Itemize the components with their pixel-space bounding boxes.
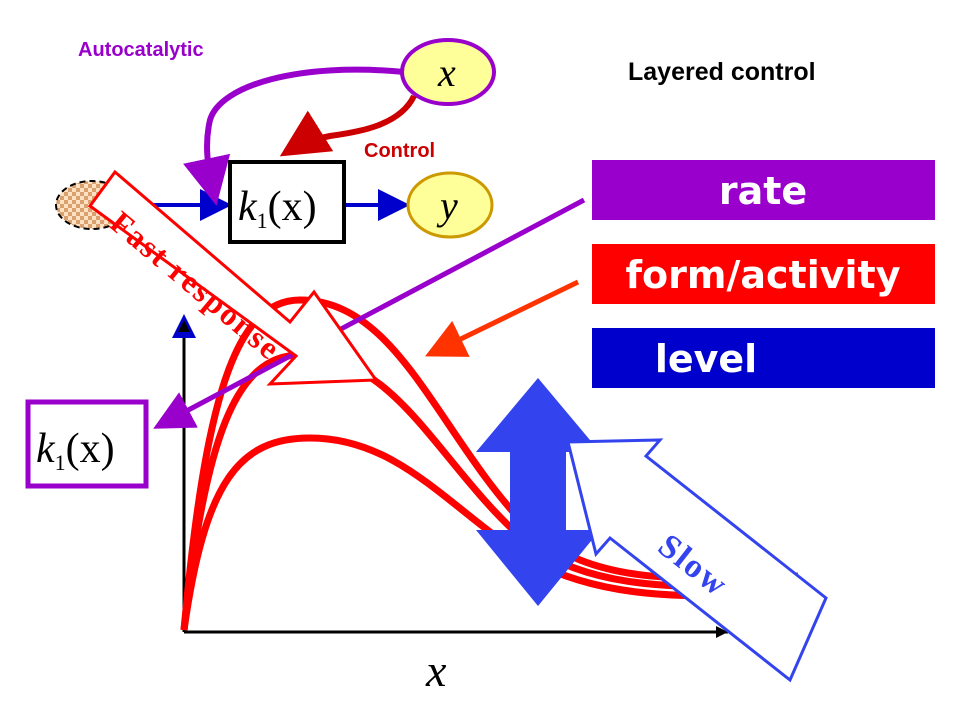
form-pointer-arrow bbox=[425, 279, 580, 357]
band-level-background bbox=[592, 328, 935, 388]
band-form-activity-background bbox=[592, 244, 935, 304]
x-axis-label: x bbox=[425, 645, 447, 696]
rate-pointer-arrow bbox=[153, 197, 586, 429]
reaction-rate-label: k1(x) bbox=[238, 184, 317, 233]
x-node-label: x bbox=[437, 50, 456, 95]
y-node-label: y bbox=[436, 183, 458, 228]
autocatalytic-arrow bbox=[183, 66, 405, 206]
control-arrow bbox=[279, 94, 417, 157]
rate-function-label: k1(x) bbox=[36, 426, 115, 475]
band-rate-label: rate bbox=[719, 169, 807, 213]
rate-function-box bbox=[25, 399, 149, 489]
x-axis-arrowhead bbox=[716, 626, 728, 638]
autocatalytic-label: Autocatalytic bbox=[78, 39, 204, 61]
band-rate: rate bbox=[592, 160, 935, 220]
slow-arrow: Slow bbox=[566, 438, 828, 683]
level-double-arrow bbox=[476, 378, 600, 606]
reaction-box bbox=[228, 160, 346, 244]
curve-mid bbox=[180, 351, 781, 631]
band-form-activity: form/activity bbox=[592, 244, 935, 304]
band-rate-background bbox=[592, 160, 935, 220]
layered-control-title: Layered control bbox=[628, 58, 816, 86]
y-node bbox=[406, 171, 494, 239]
y-axis-arrowhead bbox=[178, 320, 190, 332]
curve-low bbox=[180, 434, 741, 631]
band-level-label: level bbox=[655, 337, 757, 381]
slow-arrow-shape bbox=[566, 438, 828, 683]
band-form-activity-label: form/activity bbox=[626, 253, 901, 297]
band-level: level bbox=[592, 328, 935, 388]
control-label: Control bbox=[364, 140, 435, 162]
fast-response-arrow-shape bbox=[87, 169, 379, 386]
